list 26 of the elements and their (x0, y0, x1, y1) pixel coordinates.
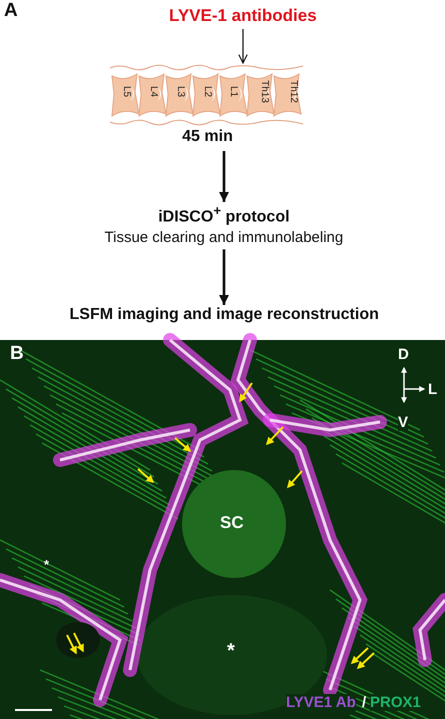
asterisk-mark: * (44, 557, 50, 572)
separator-label: / (362, 694, 366, 711)
vertebra-label: L1 (228, 86, 240, 98)
legend-label: LYVE1 Ab (286, 694, 356, 711)
axis-label: V (398, 414, 408, 431)
vertebra-label: Th13 (258, 80, 270, 103)
asterisk-mark: * (227, 640, 235, 663)
duration-label: 45 min (181, 128, 234, 146)
arrow (238, 29, 248, 64)
step-title: iDISCO$^{+}$ protocol (157, 203, 291, 226)
vertebra-label: Th12 (288, 80, 299, 103)
step-description: Tissue clearing and immunolabeling (104, 229, 344, 246)
antibody-label: LYVE-1 antibodies (169, 6, 317, 26)
vertebra-label: L2 (202, 86, 214, 98)
panel-letter: B (10, 343, 24, 365)
region-label: SC (220, 513, 244, 533)
vertebra-label: L3 (175, 86, 186, 98)
axis-label: D (398, 346, 409, 363)
step-label: LSFM imaging and image reconstruction (70, 306, 379, 324)
arrow (219, 249, 229, 305)
arrow (219, 151, 229, 202)
panel-letter: A (4, 0, 18, 22)
vertebra-label: L5 (121, 86, 132, 98)
legend-label: PROX1 (370, 694, 421, 711)
axis-label: L (428, 381, 438, 398)
vertebra-label: L4 (148, 86, 160, 98)
